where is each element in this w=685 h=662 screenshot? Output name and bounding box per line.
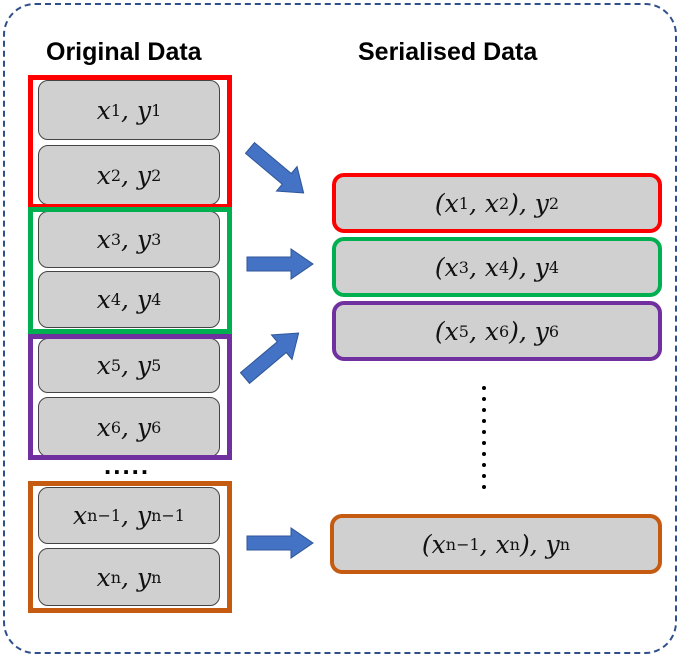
serialised-vertical-ellipsis — [482, 386, 486, 489]
group-outline-orange — [28, 481, 232, 613]
arrow-green-group — [246, 248, 314, 280]
group-outline-purple — [28, 334, 232, 460]
outer-dashed-frame — [3, 3, 677, 654]
heading-serialised-data: Serialised Data — [358, 38, 538, 66]
arrow-red-group — [244, 141, 305, 194]
group-outline-red — [28, 75, 232, 209]
original-ellipsis: ..... — [104, 450, 151, 480]
heading-original-data: Original Data — [46, 38, 202, 66]
group-outline-green — [28, 207, 232, 334]
arrow-orange-group — [246, 527, 314, 559]
arrow-purple-group — [239, 332, 300, 385]
